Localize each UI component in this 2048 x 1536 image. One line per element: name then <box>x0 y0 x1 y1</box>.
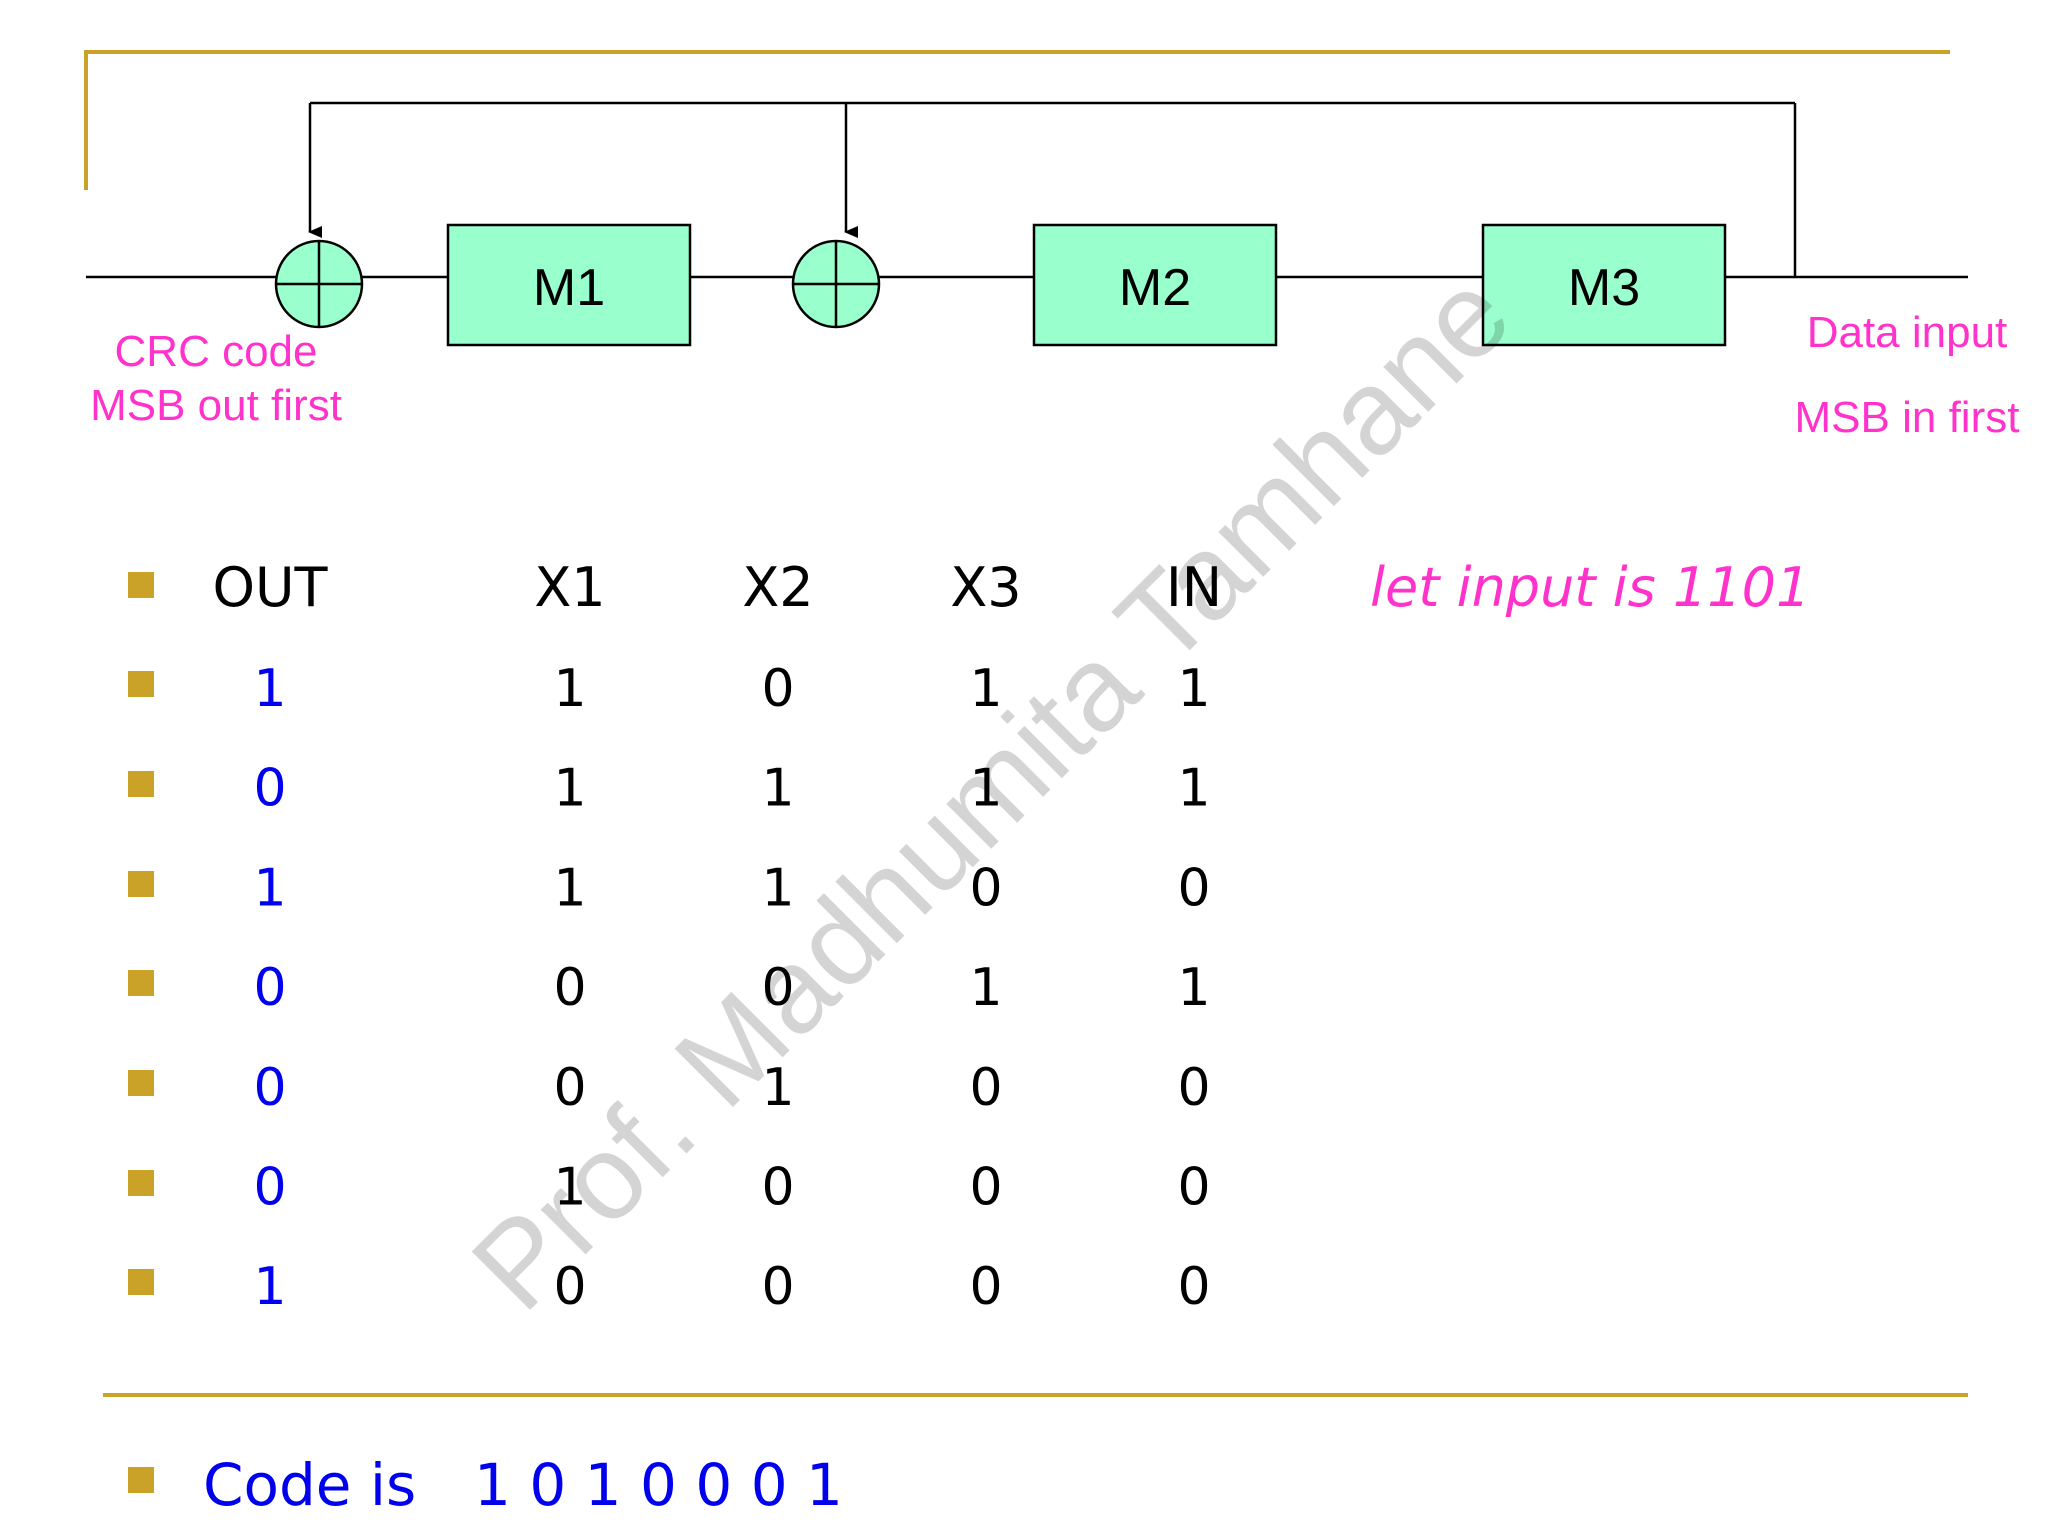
input-note: let input is 1101 <box>1370 556 1810 619</box>
bullet <box>128 671 154 697</box>
table-cell-x2: 0 <box>761 958 794 1018</box>
table-row: 1 0 0 0 0 <box>253 1257 1210 1317</box>
register-m2-label: M2 <box>1119 259 1191 317</box>
bullet <box>128 771 154 797</box>
bullet <box>128 1269 154 1295</box>
crc-circuit <box>86 101 1968 347</box>
table-row: 1 1 0 1 1 <box>253 659 1210 719</box>
header-x1: X1 <box>534 556 605 619</box>
header-out: OUT <box>212 556 328 619</box>
table-cell-x3: 1 <box>969 659 1002 719</box>
table-cell-x2: 1 <box>761 759 794 819</box>
table-row: 0 1 0 0 0 <box>253 1158 1210 1218</box>
table-cell-out: 0 <box>253 1058 286 1118</box>
table-cell-x3: 1 <box>969 759 1002 819</box>
register-m2 <box>1032 223 1278 347</box>
table-cell-x1: 0 <box>553 958 586 1018</box>
bullet <box>128 1170 154 1196</box>
table-cell-x2: 0 <box>761 1257 794 1317</box>
table-cell-x2: 1 <box>761 858 794 918</box>
table-cell-in: 0 <box>1177 1257 1210 1317</box>
table-body: 1 1 0 1 1 0 1 1 1 1 1 1 1 0 0 0 0 0 1 1 0 0 1 0 0 0 1 0 0 0 1 0 0 0 0 <box>253 659 1210 1317</box>
table-cell-x3: 0 <box>969 1058 1002 1118</box>
bullet <box>128 1467 154 1493</box>
table-cell-x3: 0 <box>969 1158 1002 1218</box>
table-cell-x3: 1 <box>969 958 1002 1018</box>
table-row: 0 0 0 1 1 <box>253 958 1210 1018</box>
table-cell-x2: 1 <box>761 1058 794 1118</box>
table-cell-x1: 1 <box>553 858 586 918</box>
table-cell-in: 1 <box>1177 958 1210 1018</box>
table-row: 1 1 1 0 0 <box>253 858 1210 918</box>
table-cell-in: 1 <box>1177 659 1210 719</box>
bullet <box>128 970 154 996</box>
table-cell-x2: 0 <box>761 1158 794 1218</box>
table-row: 0 0 1 0 0 <box>253 1058 1210 1118</box>
crc-output-label-line1: CRC code <box>115 327 318 376</box>
table-cell-x1: 1 <box>553 1158 586 1218</box>
table-cell-out: 0 <box>253 958 286 1018</box>
data-input-label-line2: MSB in first <box>1795 393 2020 442</box>
table-cell-x1: 0 <box>553 1257 586 1317</box>
bullet <box>128 871 154 897</box>
table-row: 0 1 1 1 1 <box>253 759 1210 819</box>
header-in: IN <box>1166 556 1222 619</box>
register-m1 <box>446 223 692 347</box>
table-cell-x1: 1 <box>553 759 586 819</box>
xor-gate-2 <box>791 239 881 329</box>
table-cell-x3: 0 <box>969 1257 1002 1317</box>
table-cell-out: 1 <box>253 659 286 719</box>
bullet <box>128 572 154 598</box>
header-x3: X3 <box>950 556 1021 619</box>
crc-output-label-line2: MSB out first <box>90 381 342 430</box>
code-value: 1 0 1 0 0 0 1 <box>474 1451 843 1519</box>
table-cell-out: 0 <box>253 1158 286 1218</box>
table-cell-out: 1 <box>253 858 286 918</box>
table-cell-x2: 0 <box>761 659 794 719</box>
bullet <box>128 1070 154 1096</box>
xor-gate-1 <box>274 239 364 329</box>
header-x2: X2 <box>742 556 813 619</box>
slide-decoration <box>84 50 1968 1397</box>
table-cell-in: 0 <box>1177 1158 1210 1218</box>
code-label: Code is <box>203 1451 416 1519</box>
register-m1-label: M1 <box>533 259 605 317</box>
table-header: OUT X1 X2 X3 IN <box>212 556 1222 619</box>
table-cell-out: 0 <box>253 759 286 819</box>
table-cell-in: 0 <box>1177 858 1210 918</box>
table-cell-x1: 0 <box>553 1058 586 1118</box>
table-cell-out: 1 <box>253 1257 286 1317</box>
bullet-list <box>128 572 154 1493</box>
register-m3 <box>1481 223 1727 347</box>
table-cell-x1: 1 <box>553 659 586 719</box>
table-cell-x3: 0 <box>969 858 1002 918</box>
register-m3-label: M3 <box>1568 259 1640 317</box>
data-input-label-line1: Data input <box>1807 308 2008 357</box>
table-cell-in: 0 <box>1177 1058 1210 1118</box>
table-cell-in: 1 <box>1177 759 1210 819</box>
